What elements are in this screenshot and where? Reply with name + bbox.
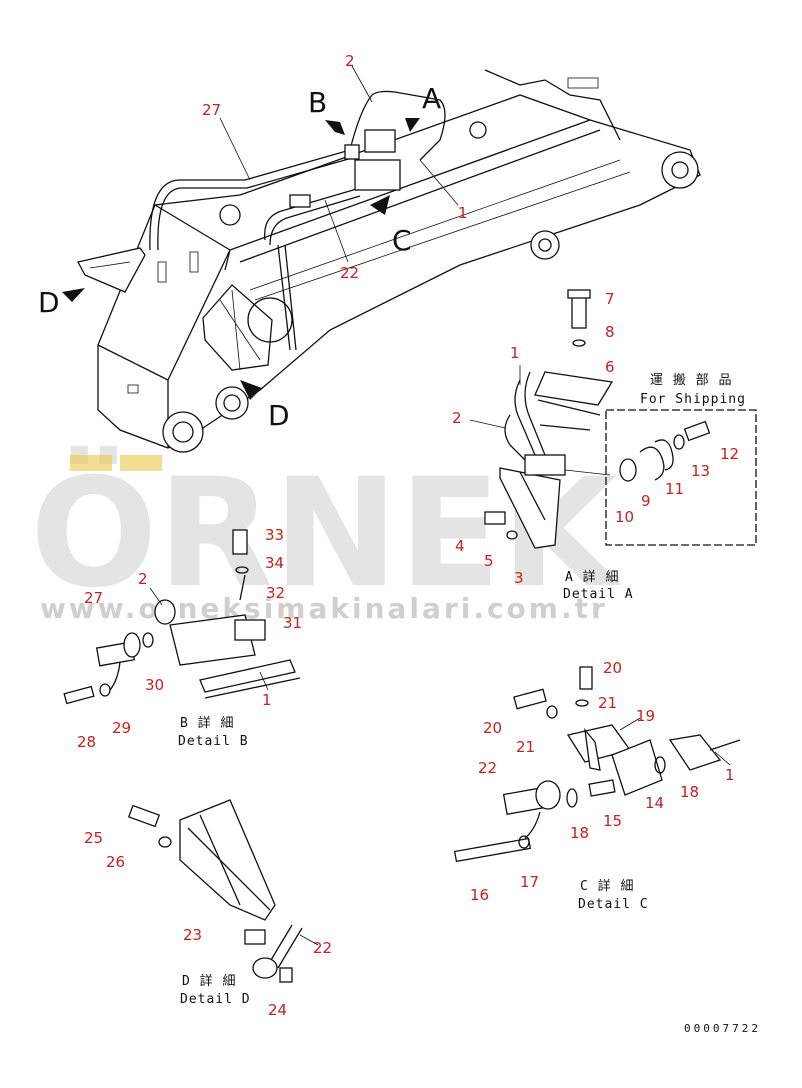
callout-label: 20 xyxy=(603,659,622,677)
callout-label: 2 xyxy=(345,52,355,70)
boom-mid-boss xyxy=(530,230,560,260)
view-arrows xyxy=(62,118,420,400)
callout-label: 13 xyxy=(691,462,710,480)
callout-label: 25 xyxy=(84,829,103,847)
side-cover-plate xyxy=(202,284,273,371)
callout-label: 10 xyxy=(615,508,634,526)
callout-label: 19 xyxy=(636,707,655,725)
detail-d-bracket xyxy=(179,799,276,921)
detail-c-caption-jp: C 詳 細 xyxy=(580,878,634,894)
detail-d-caption-en: Detail D xyxy=(180,992,251,1007)
leader-lines-main xyxy=(219,65,459,263)
callout-label: 3 xyxy=(514,569,524,587)
detail-a-caption-en: Detail A xyxy=(563,587,634,602)
detail-b xyxy=(63,529,301,705)
callout-label: 16 xyxy=(470,886,489,904)
valve-block xyxy=(354,159,401,191)
callout-label: 15 xyxy=(603,812,622,830)
callout-label: 22 xyxy=(313,939,332,957)
callout-label: 1 xyxy=(262,691,272,709)
callout-label: 18 xyxy=(680,783,699,801)
view-letter-b: B xyxy=(308,86,327,119)
callout-label: 1 xyxy=(510,344,520,362)
boom-body xyxy=(97,94,701,449)
detail-a-caption-jp: A 詳 細 xyxy=(565,569,619,585)
view-letter-d-left: D xyxy=(38,286,60,319)
callout-label: 21 xyxy=(516,738,535,756)
callout-label: 26 xyxy=(106,853,125,871)
callout-label: 33 xyxy=(265,526,284,544)
detail-a xyxy=(484,289,757,549)
boom-piping xyxy=(149,90,446,351)
callout-label: 22 xyxy=(478,759,497,777)
callout-label: 2 xyxy=(138,570,148,588)
callout-label: 1 xyxy=(458,204,468,222)
callout-label: 7 xyxy=(605,290,615,308)
callout-label: 20 xyxy=(483,719,502,737)
watermark-umlaut-left xyxy=(70,455,112,471)
view-letter-a: A xyxy=(422,82,441,115)
callout-label: 14 xyxy=(645,794,664,812)
callout-label: 27 xyxy=(84,589,103,607)
callout-label: 29 xyxy=(112,719,131,737)
detail-d xyxy=(127,799,303,983)
callout-label: 8 xyxy=(605,323,615,341)
detail-b-caption-jp: B 詳 細 xyxy=(180,715,234,731)
callout-label: 31 xyxy=(283,614,302,632)
boom-assembly xyxy=(77,69,701,453)
callout-label: 18 xyxy=(570,824,589,842)
callout-labels: 2 27 1 22 7 8 1 6 2 12 13 11 9 10 4 5 3 … xyxy=(77,52,739,1019)
drawing-number: 00007722 xyxy=(684,1022,761,1035)
view-letter-d-bottom: D xyxy=(268,399,290,432)
leader-lines-details xyxy=(149,365,731,946)
callout-label: 27 xyxy=(202,101,221,119)
shipping-caption-jp: 運 搬 部 品 xyxy=(650,373,732,388)
shipping-parts-box xyxy=(605,409,757,546)
view-letter-c: C xyxy=(392,224,412,257)
callout-label: 32 xyxy=(266,584,285,602)
shipping-caption-en: For Shipping xyxy=(640,392,746,407)
detail-b-block xyxy=(169,614,256,666)
boom-top-boss xyxy=(661,151,699,189)
callout-label: 17 xyxy=(520,873,539,891)
callout-label: 2 xyxy=(452,409,462,427)
foot-pin-boss xyxy=(162,411,204,453)
detail-b-caption-en: Detail B xyxy=(178,734,249,749)
detail-c xyxy=(453,666,741,863)
callout-label: 34 xyxy=(265,554,284,572)
detail-d-caption-jp: D 詳 細 xyxy=(182,973,236,989)
callout-label: 30 xyxy=(145,676,164,694)
callout-label: 4 xyxy=(455,537,465,555)
callout-label: 21 xyxy=(598,694,617,712)
callout-label: 5 xyxy=(484,552,494,570)
callout-label: 12 xyxy=(720,445,739,463)
callout-label: 1 xyxy=(725,766,735,784)
callout-label: 22 xyxy=(340,264,359,282)
callout-label: 6 xyxy=(605,358,615,376)
detail-a-plate xyxy=(534,371,614,406)
detail-c-caption-en: Detail C xyxy=(578,897,649,912)
watermark-umlaut-right xyxy=(120,455,162,471)
callout-label: 11 xyxy=(665,480,684,498)
watermark-url: www.orneksimakinalari.com.tr xyxy=(40,592,608,625)
callout-label: 24 xyxy=(268,1001,287,1019)
callout-label: 23 xyxy=(183,926,202,944)
callout-label: 9 xyxy=(641,492,651,510)
callout-label: 28 xyxy=(77,733,96,751)
